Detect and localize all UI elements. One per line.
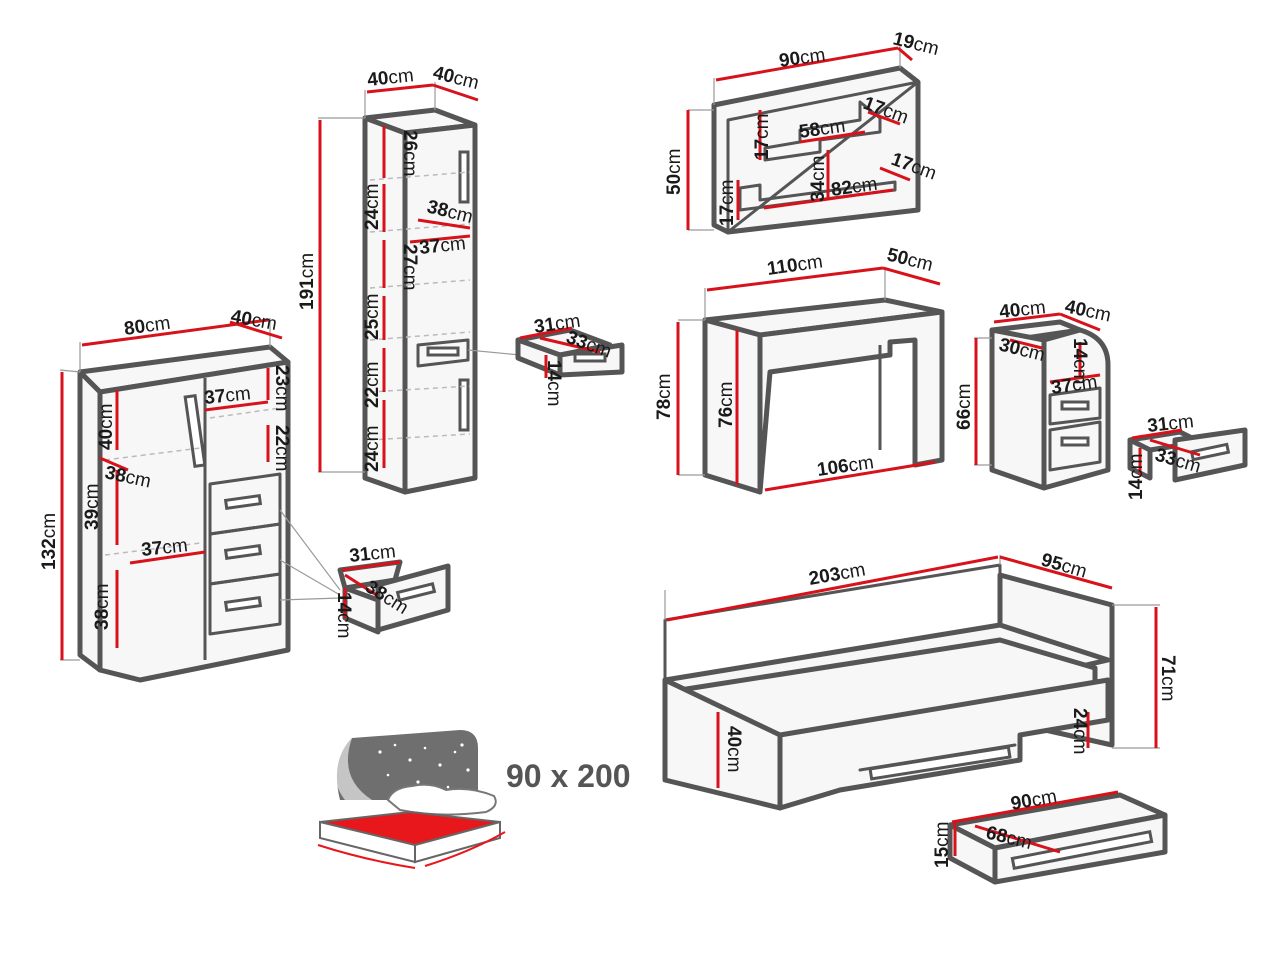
wardrobe-shelf-h2: 39cm (82, 484, 103, 530)
tall-drawer-h: 14cm (543, 360, 564, 406)
bed-length: 203cm (807, 559, 867, 590)
wall-shelf-s1: 17cm (752, 114, 773, 160)
nightstand-n2: 14cm (1069, 338, 1090, 384)
bed-clearance: 24cm (1069, 708, 1090, 754)
wall-shelf-s5: 82cm (830, 174, 879, 201)
wardrobe-top-h1: 23cm (271, 365, 292, 411)
nightstand-n3: 37cm (1050, 372, 1099, 399)
bed-side-height: 40cm (723, 726, 744, 772)
tall-shelf-d: 38cm (425, 196, 475, 228)
wall-shelf (711, 65, 921, 235)
wardrobe-drawer-w: 31cm (348, 541, 396, 567)
tall-drawer-w: 31cm (533, 311, 582, 338)
tall-c1: 26cm (399, 130, 420, 176)
wardrobe-depth: 40cm (229, 306, 278, 335)
desk-inner-width: 106cm (816, 452, 875, 481)
bed-headboard: 71cm (1157, 655, 1178, 701)
wardrobe-shelf-w: 37cm (140, 535, 188, 561)
tall-c5: 22cm (362, 362, 383, 408)
tall-depth: 40cm (431, 62, 481, 94)
nightstand-drawer-w: 31cm (1146, 411, 1194, 437)
mattress-size-label: 90 x 200 (506, 758, 631, 794)
wall-shelf-s2: 58cm (798, 116, 847, 143)
tall-height: 191cm (297, 253, 318, 310)
nightstand-depth: 40cm (1063, 296, 1113, 326)
bed-drawer-h: 15cm (932, 822, 953, 868)
wardrobe-top-h2: 22cm (271, 425, 292, 471)
tall-c6: 24cm (362, 426, 383, 472)
desk-height: 78cm (654, 374, 675, 420)
wardrobe (77, 344, 291, 683)
tall-shelf-w: 37cm (418, 233, 466, 259)
wardrobe-top-w: 37cm (203, 383, 251, 409)
wardrobe-width: 80cm (123, 313, 172, 340)
tall-c2: 24cm (362, 184, 383, 230)
nightstand-n1: 30cm (997, 334, 1047, 366)
wall-shelf-width: 90cm (778, 45, 827, 72)
wall-shelf-height: 50cm (664, 149, 685, 195)
desk-inner-height: 76cm (716, 382, 737, 428)
nightstand-height: 66cm (954, 384, 975, 430)
wall-shelf-s4: 34cm (808, 156, 829, 202)
nightstand-drawer-h: 14cm (1126, 454, 1147, 500)
wardrobe-shelf-h3: 38cm (92, 584, 113, 630)
tall-width: 40cm (366, 65, 414, 91)
bed-width: 95cm (1039, 550, 1089, 583)
mattress-icon (317, 730, 506, 869)
tall-c3: 27cm (399, 244, 420, 290)
wardrobe-shelf-depth: 38cm (103, 462, 153, 492)
desk-width: 110cm (766, 251, 824, 280)
nightstand-width: 40cm (998, 297, 1046, 323)
bed (662, 563, 1115, 811)
wardrobe-drawer-h: 14cm (333, 592, 354, 638)
wardrobe-height: 132cm (39, 513, 60, 570)
wall-shelf-depth: 19cm (891, 28, 941, 60)
bed-drawer (947, 792, 1168, 885)
desk (702, 297, 945, 495)
nightstand (989, 319, 1111, 491)
wardrobe-shelf-h1: 40cm (96, 404, 117, 450)
tall-c4: 25cm (362, 294, 383, 340)
wall-shelf-s7: 17cm (717, 180, 738, 226)
bed-drawer-w: 90cm (1009, 786, 1058, 815)
